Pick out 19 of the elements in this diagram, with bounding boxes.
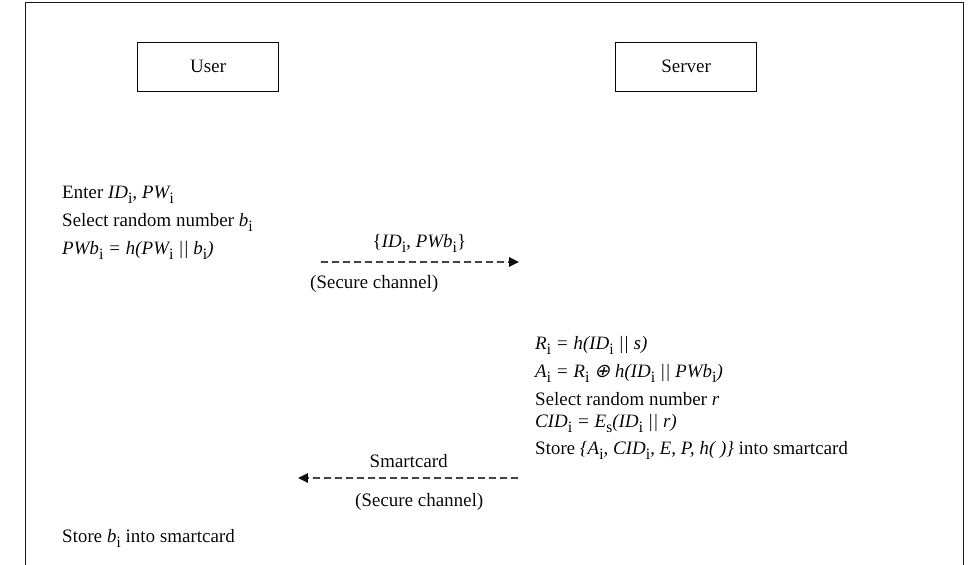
actor-box bbox=[615, 42, 757, 92]
dashed-arrow bbox=[298, 473, 518, 483]
step-text: A$_{i}$ = R$_{i}$ ⊕ h(ID$_{i}$ || PWb$_{i}$) bbox=[535, 360, 724, 388]
actor-name: Server bbox=[661, 56, 711, 78]
message-label: {ID$_{i}$, PWb$_{i}$} bbox=[372, 231, 466, 257]
channel-note: (Secure channel) bbox=[310, 272, 438, 294]
step-text: CID$_{i}$ = E$_{s}$(ID$_{i}$ || r) bbox=[535, 410, 678, 438]
step-text: Store b$_{i}$ into smartcard bbox=[62, 526, 236, 553]
step-text: Select random number r bbox=[535, 388, 720, 411]
channel-note: (Secure channel) bbox=[355, 490, 484, 512]
step-text: PWb$_{i}$ = h(PW$_{i}$ || b$_{i}$) bbox=[62, 238, 215, 264]
message-label: Smartcard bbox=[370, 451, 448, 473]
step-text: R$_{i}$ = h(ID$_{i}$ || s) bbox=[535, 333, 648, 360]
step-text: Select random number b$_{i}$ bbox=[62, 210, 254, 237]
step-text: Enter ID$_{i}$, PW$_{i}$ bbox=[62, 182, 175, 209]
dashed-arrow bbox=[321, 257, 519, 267]
actor-name: User bbox=[190, 56, 226, 78]
actor-box bbox=[137, 42, 279, 92]
step-text: Store {A$_{i}$, CID$_{i}$, E, P, h( )} into smartcard bbox=[535, 438, 849, 466]
